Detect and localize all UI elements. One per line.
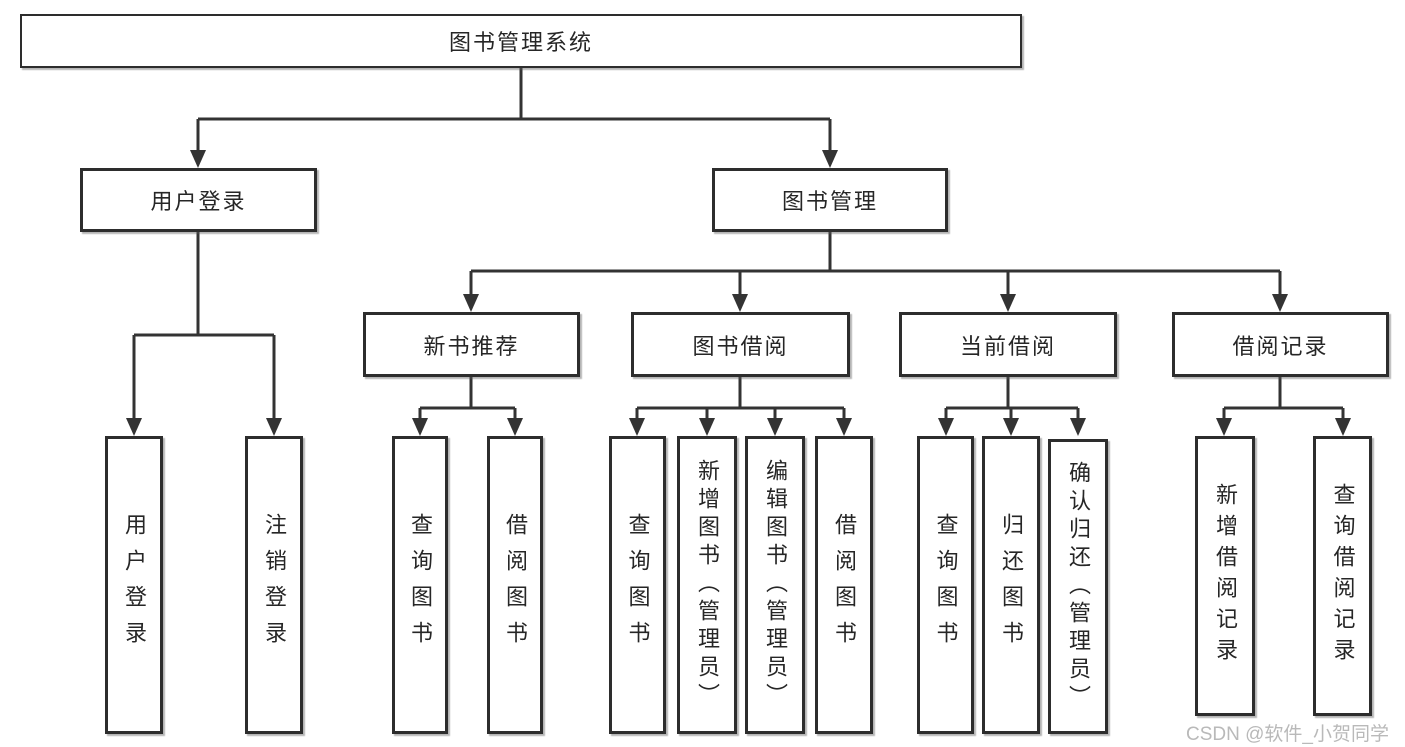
node-query-borrow-record: 查询借阅记录: [1313, 436, 1372, 716]
node-user-login-action: 用户登录: [105, 436, 163, 734]
csdn-watermark: CSDN @软件_小贺同学: [1186, 724, 1389, 745]
node-borrow-books-borrowing: 借阅图书: [815, 436, 873, 734]
node-return-books: 归还图书: [982, 436, 1040, 734]
node-new-book-recommend: 新书推荐: [363, 312, 580, 377]
node-book-borrowing: 图书借阅: [631, 312, 850, 377]
arrowheads: [126, 150, 1351, 436]
node-confirm-return-admin: 确认归还（管理员）: [1048, 439, 1108, 734]
node-edit-books-admin: 编辑图书（管理员）: [745, 436, 805, 734]
node-add-borrow-record: 新增借阅记录: [1195, 436, 1255, 716]
node-add-books-admin: 新增图书（管理员）: [677, 436, 737, 734]
node-current-borrowing: 当前借阅: [899, 312, 1117, 377]
node-query-books-borrowing: 查询图书: [609, 436, 666, 734]
node-user-login: 用户登录: [80, 168, 317, 232]
node-query-books-current: 查询图书: [917, 436, 974, 734]
node-query-books-recommend: 查询图书: [392, 436, 448, 734]
node-logout-action: 注销登录: [245, 436, 303, 734]
node-book-management: 图书管理: [712, 168, 948, 232]
node-root-library-management-system: 图书管理系统: [20, 14, 1022, 68]
node-borrowing-records: 借阅记录: [1172, 312, 1389, 377]
node-borrow-books-recommend: 借阅图书: [487, 436, 543, 734]
